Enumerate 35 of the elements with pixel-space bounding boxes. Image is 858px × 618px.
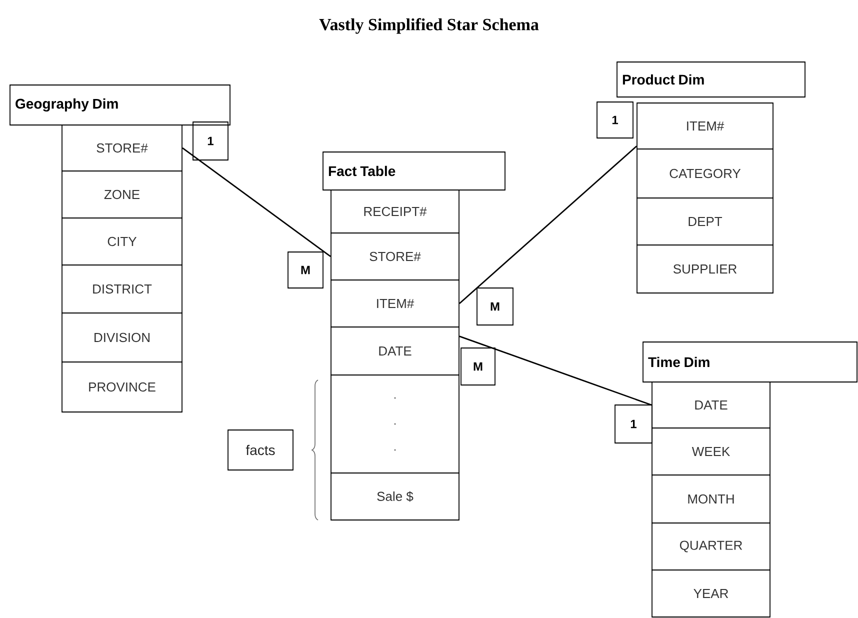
table-header: Geography Dim (10, 84, 230, 126)
cardinality-box: M (476, 288, 514, 326)
table-field: WEEK (652, 428, 770, 476)
cardinality-box: M (460, 348, 496, 386)
table-field: STORE# (62, 124, 182, 172)
table-field: ITEM# (636, 102, 774, 150)
table-field: RECEIPT# (330, 190, 460, 234)
table-field: MONTH (652, 474, 770, 524)
table-field: PROVINCE (62, 362, 182, 412)
table-field: DATE (652, 382, 770, 428)
table-field: DATE (330, 326, 460, 376)
cardinality-box: M (288, 252, 324, 288)
relationship-line (459, 336, 652, 406)
table-field: SUPPLIER (636, 244, 774, 294)
cardinality-box: 1 (596, 102, 634, 138)
table-field: DIVISION (62, 312, 182, 362)
table-field: DEPT (636, 198, 774, 246)
table-header: Fact Table (322, 152, 506, 190)
title: Vastly Simplified Star Schema (319, 18, 539, 34)
table-field: DISTRICT (62, 264, 182, 314)
table-field: STORE# (330, 232, 460, 280)
relationship-line (182, 147, 331, 258)
table-field: CATEGORY (636, 148, 774, 198)
table-field: CITY (62, 218, 182, 266)
cardinality-box: 1 (614, 404, 652, 444)
table-field: QUARTER (652, 522, 770, 570)
table-header: Product Dim (616, 62, 806, 98)
table-field: YEAR (652, 570, 770, 618)
facts-label-box: facts (228, 430, 294, 470)
cardinality-box: 1 (192, 122, 228, 160)
table-header: Time Dim (642, 342, 858, 382)
table-field: Sale $ (330, 472, 460, 520)
ellipsis-cell: . . . (330, 374, 460, 474)
table-field: ZONE (62, 170, 182, 218)
table-field: ITEM# (330, 280, 460, 328)
